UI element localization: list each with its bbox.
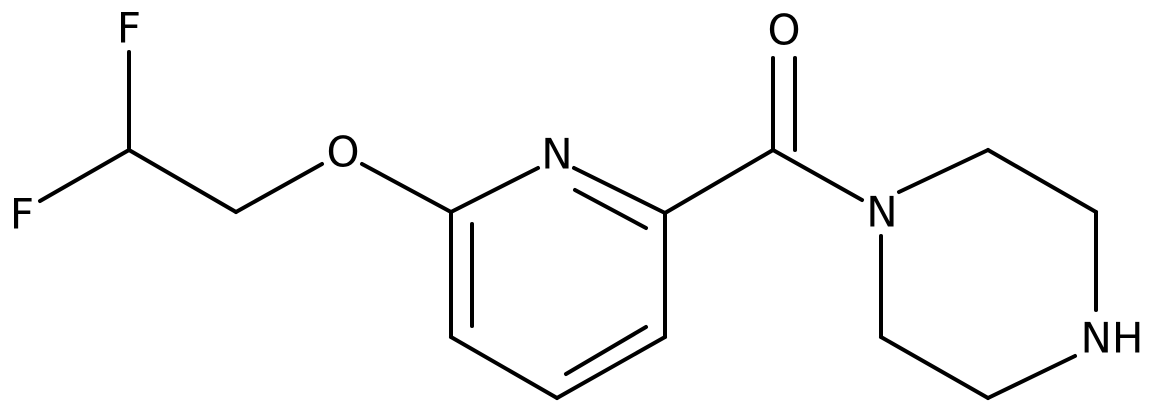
carbonyl-group bbox=[663, 56, 864, 215]
pyridine-ring bbox=[449, 166, 667, 400]
atom-label-fluorine-top: F bbox=[117, 4, 141, 53]
bond-c4-c5 bbox=[449, 335, 559, 400]
atom-label-piperazine-nh: NH bbox=[1081, 314, 1144, 363]
atom-label-carbonyl-oxygen: O bbox=[767, 6, 800, 55]
bond-c3-c4 bbox=[555, 335, 667, 400]
atom-label-amide-nitrogen: N bbox=[866, 188, 897, 237]
difluoroethoxy-group bbox=[38, 50, 453, 214]
bond-n4-c-upper bbox=[897, 148, 990, 194]
bond-c3-c4-double bbox=[564, 325, 648, 376]
bond-cf-left bbox=[38, 148, 131, 203]
atom-label-pyridine-nitrogen: N bbox=[541, 130, 572, 179]
bond-nh-c-lower bbox=[986, 354, 1077, 400]
bond-c-upper-c-right bbox=[986, 148, 1098, 214]
bond-chf2-ch2 bbox=[127, 148, 238, 214]
atom-label-fluorine-left: F bbox=[10, 190, 34, 239]
bond-c6-n1 bbox=[449, 166, 540, 214]
bond-n1-c2 bbox=[572, 166, 667, 215]
bond-c-lower-c-left bbox=[879, 335, 990, 400]
bond-n1-c2-double bbox=[573, 188, 648, 230]
piperazine-ring bbox=[879, 148, 1098, 400]
bond-o-pyridine bbox=[360, 162, 453, 214]
bond-pyridine-carbonyl bbox=[663, 148, 775, 215]
bond-carbonyl-n bbox=[771, 148, 864, 202]
atom-label-ether-oxygen: O bbox=[326, 128, 359, 177]
bond-ch2-o bbox=[234, 162, 324, 214]
